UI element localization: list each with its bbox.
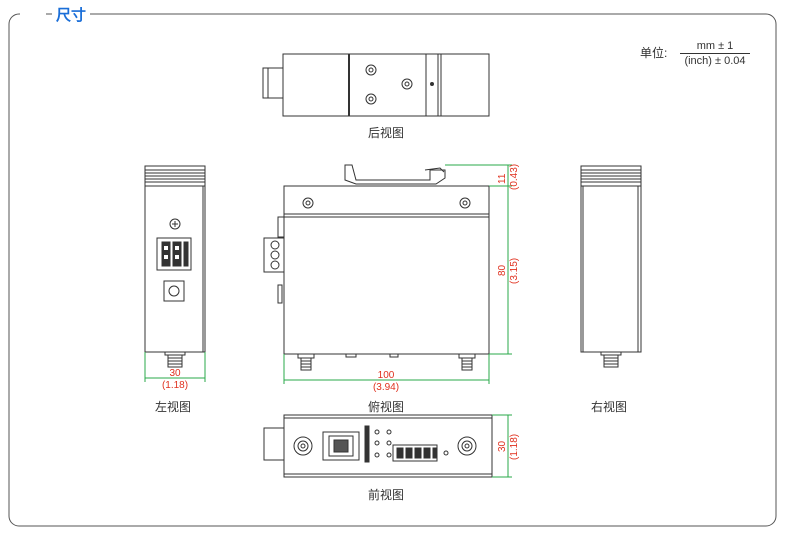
top-height-in: (3.15)	[509, 257, 520, 284]
back-view	[262, 53, 490, 117]
front-connector	[263, 427, 285, 461]
led-bar	[364, 425, 370, 463]
left-body	[144, 185, 206, 353]
top-body	[283, 185, 490, 355]
left-width-in: (1.18)	[161, 380, 189, 391]
screw-icon	[459, 197, 471, 209]
top-width-in: (3.94)	[372, 382, 400, 393]
right-view	[580, 165, 642, 368]
unit-fraction: mm ± 1 (inch) ± 0.04	[680, 40, 750, 67]
antenna-port-icon	[293, 436, 313, 456]
top-height-mm: 80	[497, 264, 508, 276]
back-din-plate	[348, 53, 427, 117]
ground-screw-icon	[169, 218, 181, 230]
rj45-port	[322, 431, 360, 461]
front-height-in: (1.18)	[509, 433, 520, 460]
back-view-label: 后视图	[368, 126, 405, 140]
din-clip	[344, 164, 446, 185]
unit-label: 单位:	[640, 46, 668, 60]
screw-icon	[365, 64, 377, 76]
side-terminal	[263, 237, 285, 273]
right-body	[580, 185, 642, 353]
section-title: 尺寸	[52, 4, 91, 25]
screw-icon	[401, 78, 413, 90]
top-view-label: 俯视图	[368, 400, 405, 414]
back-connector	[262, 67, 284, 99]
screw-icon	[365, 93, 377, 105]
top-rail-mm: 11	[497, 173, 508, 184]
terminal-block	[156, 237, 192, 271]
front-body	[283, 414, 493, 478]
right-view-label: 右视图	[591, 400, 628, 414]
front-height-mm: 30	[497, 440, 508, 452]
left-view	[144, 165, 206, 368]
power-jack	[163, 280, 185, 302]
left-width-mm: 30	[169, 368, 181, 379]
front-view	[263, 414, 493, 478]
top-view	[263, 164, 490, 371]
front-view-label: 前视图	[368, 488, 405, 502]
frame-border	[8, 13, 777, 527]
screw-icon	[302, 197, 314, 209]
left-view-label: 左视图	[155, 400, 192, 414]
top-cover	[283, 185, 490, 215]
top-width-mm: 100	[377, 370, 395, 381]
dimension-lines	[144, 164, 512, 478]
antenna-port-icon	[457, 436, 477, 456]
unit-denominator: (inch) ± 0.04	[684, 55, 746, 67]
top-rail-in: (0.43)	[509, 163, 520, 190]
unit-numerator: mm ± 1	[680, 40, 750, 54]
front-terminal	[392, 444, 438, 462]
